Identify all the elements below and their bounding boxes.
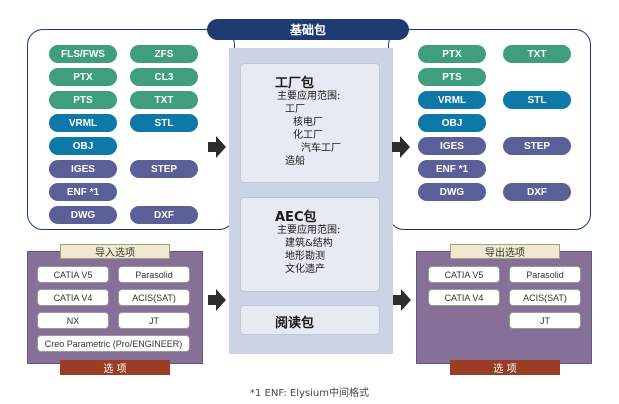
factory-item: 工厂 [285, 104, 305, 115]
factory-scope-label: 主要应用范围: [277, 91, 341, 102]
left-format-txt: TXT [130, 91, 198, 109]
import-option-acis: ACIS(SAT) [118, 289, 190, 306]
import-to-center-arrow-icon [208, 289, 226, 311]
export-option-acis: ACIS(SAT) [509, 289, 581, 306]
viewer-package-title: 阅读包 [275, 316, 315, 331]
left-format-iges: IGES [49, 160, 117, 178]
factory-item: 汽车工厂 [301, 143, 341, 154]
left-format-obj: OBJ [49, 137, 117, 155]
aec-item: 文化遗产 [285, 264, 325, 275]
export-options-header: 导出选项 [450, 244, 560, 259]
left-format-pts: PTS [49, 91, 117, 109]
left-format-ptx: PTX [49, 68, 117, 86]
aec-scope-label: 主要应用范围: [277, 225, 341, 236]
factory-item: 核电厂 [293, 117, 323, 128]
export-option-jt: JT [509, 312, 581, 329]
import-option-catia-v4: CATIA V4 [37, 289, 109, 306]
import-options-footer: 选 项 [60, 360, 170, 375]
right-format-step: STEP [503, 137, 571, 155]
right-format-iges: IGES [418, 137, 486, 155]
left-format-dxf: DXF [130, 206, 198, 224]
left-format-zfs: ZFS [130, 45, 198, 63]
import-option-creo: Creo Parametric (Pro/ENGINEER) [37, 335, 190, 352]
left-format-stl: STL [130, 114, 198, 132]
export-option-catia-v5: CATIA V5 [428, 266, 500, 283]
right-format-ptx: PTX [418, 45, 486, 63]
aec-item: 建筑&结构 [285, 238, 333, 249]
import-option-jt: JT [118, 312, 190, 329]
left-format-cl3: CL3 [130, 68, 198, 86]
viewer-package-panel: 阅读包 [240, 305, 380, 335]
export-option-parasolid: Parasolid [509, 266, 581, 283]
left-format-vrml: VRML [49, 114, 117, 132]
right-format-stl: STL [503, 91, 571, 109]
left-to-center-arrow-icon [208, 136, 226, 158]
aec-package-title: AEC包 [275, 210, 317, 225]
right-format-enf: ENF *1 [418, 160, 486, 178]
center-to-export-arrow-icon [393, 289, 411, 311]
factory-package-title: 工厂包 [275, 76, 315, 91]
left-format-flsfws: FLS/FWS [49, 45, 117, 63]
right-format-pts: PTS [418, 68, 486, 86]
right-format-dxf: DXF [503, 183, 571, 201]
center-to-right-arrow-icon [392, 136, 410, 158]
export-options-footer: 选 项 [450, 360, 560, 375]
factory-item: 化工厂 [293, 130, 323, 141]
footnote: *1 ENF: Elysium中间格式 [250, 388, 369, 399]
left-format-step: STEP [130, 160, 198, 178]
base-package-title: 基础包 [207, 19, 409, 40]
aec-item: 地形勘测 [285, 251, 325, 262]
left-format-dwg: DWG [49, 206, 117, 224]
right-format-dwg: DWG [418, 183, 486, 201]
import-option-parasolid: Parasolid [118, 266, 190, 283]
import-option-catia-v5: CATIA V5 [37, 266, 109, 283]
factory-item: 造船 [285, 156, 305, 167]
aec-package-panel: AEC包 主要应用范围: 建筑&结构 地形勘测 文化遗产 [240, 197, 380, 292]
right-format-vrml: VRML [418, 91, 486, 109]
import-options-header: 导入选项 [60, 244, 170, 259]
right-format-obj: OBJ [418, 114, 486, 132]
left-format-enf: ENF *1 [49, 183, 117, 201]
export-option-catia-v4: CATIA V4 [428, 289, 500, 306]
right-format-txt: TXT [503, 45, 571, 63]
factory-package-panel: 工厂包 主要应用范围: 工厂 核电厂 化工厂 汽车工厂 造船 [240, 63, 380, 183]
import-option-nx: NX [37, 312, 109, 329]
